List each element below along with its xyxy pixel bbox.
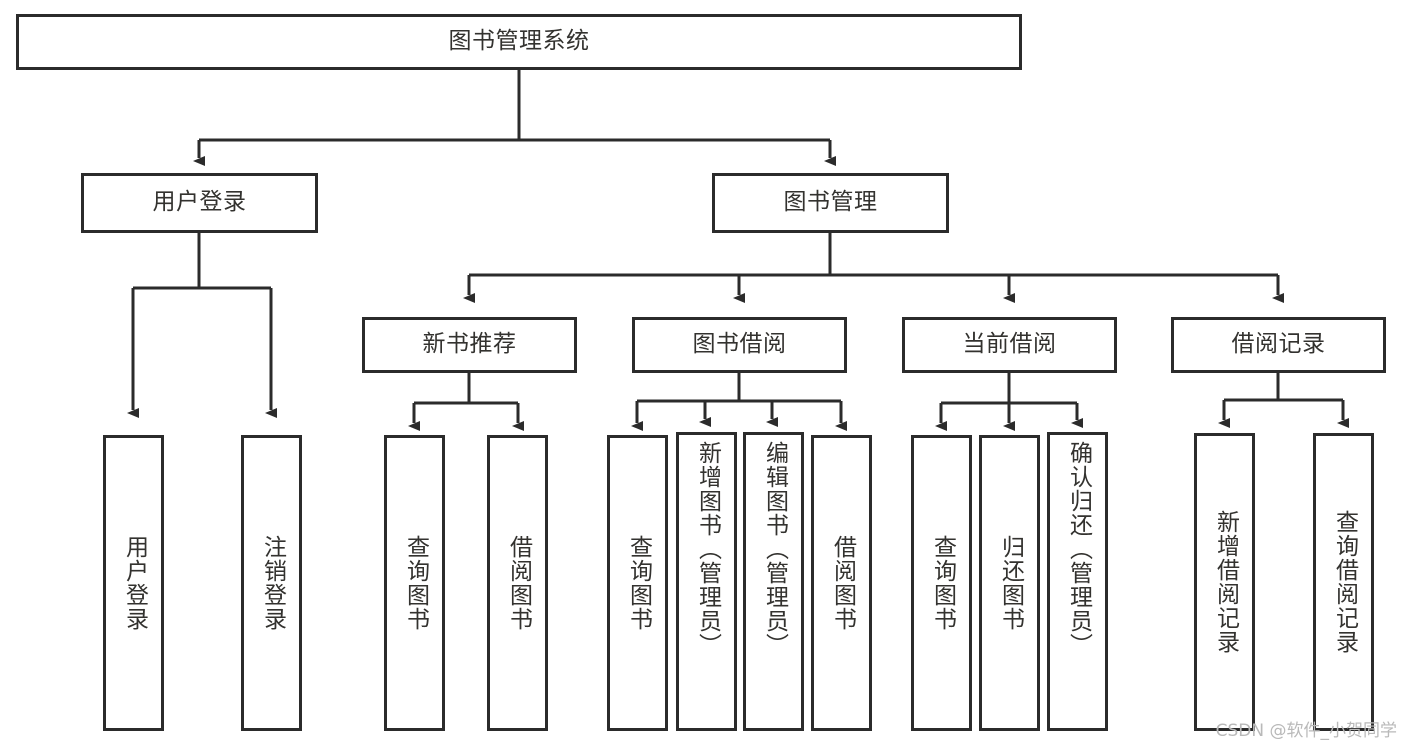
node-leaf-add-record-label: 新增借阅记录 (1212, 510, 1239, 654)
node-leaf-add-book-label: 新增图书（管理员） (694, 441, 721, 657)
node-user-login-label: 用户登录 (152, 189, 247, 216)
node-leaf-user-login[interactable]: 用户登录 (103, 435, 164, 731)
node-book-borrow[interactable]: 图书借阅 (632, 317, 847, 373)
node-leaf-query-record-label: 查询借阅记录 (1331, 510, 1358, 654)
node-leaf-return-book[interactable]: 归还图书 (979, 435, 1040, 731)
node-leaf-query-book-3-label: 查询图书 (929, 535, 956, 631)
node-leaf-query-record[interactable]: 查询借阅记录 (1313, 433, 1374, 731)
node-leaf-return-book-label: 归还图书 (997, 535, 1024, 631)
watermark-text: CSDN @软件_小贺同学 (1215, 721, 1397, 741)
node-leaf-query-book-2[interactable]: 查询图书 (607, 435, 668, 731)
node-leaf-add-book[interactable]: 新增图书（管理员） (676, 432, 737, 731)
node-leaf-query-book-3[interactable]: 查询图书 (911, 435, 972, 731)
node-leaf-user-logout[interactable]: 注销登录 (241, 435, 302, 731)
node-leaf-user-logout-label: 注销登录 (259, 535, 286, 631)
node-leaf-query-book-1[interactable]: 查询图书 (384, 435, 445, 731)
node-leaf-edit-book[interactable]: 编辑图书（管理员） (743, 432, 804, 731)
node-leaf-borrow-book-1-label: 借阅图书 (505, 535, 532, 631)
node-leaf-add-record[interactable]: 新增借阅记录 (1194, 433, 1255, 731)
node-current-borrow[interactable]: 当前借阅 (902, 317, 1117, 373)
node-new-book-recommend[interactable]: 新书推荐 (362, 317, 577, 373)
node-book-manage[interactable]: 图书管理 (712, 173, 949, 233)
node-leaf-user-login-label: 用户登录 (121, 535, 148, 631)
node-leaf-confirm-return[interactable]: 确认归还（管理员） (1047, 432, 1108, 731)
node-current-borrow-label: 当前借阅 (962, 331, 1057, 358)
node-leaf-borrow-book-2[interactable]: 借阅图书 (811, 435, 872, 731)
node-book-borrow-label: 图书借阅 (692, 331, 787, 358)
node-leaf-query-book-2-label: 查询图书 (625, 535, 652, 631)
node-leaf-confirm-return-label: 确认归还（管理员） (1065, 441, 1092, 657)
node-leaf-edit-book-label: 编辑图书（管理员） (761, 441, 788, 657)
node-leaf-query-book-1-label: 查询图书 (402, 535, 429, 631)
node-book-manage-label: 图书管理 (783, 189, 878, 216)
node-root[interactable]: 图书管理系统 (16, 14, 1022, 70)
node-new-book-recommend-label: 新书推荐 (422, 331, 517, 358)
node-root-label: 图书管理系统 (448, 28, 590, 55)
node-leaf-borrow-book-2-label: 借阅图书 (829, 535, 856, 631)
node-leaf-borrow-book-1[interactable]: 借阅图书 (487, 435, 548, 731)
node-borrow-record-label: 借阅记录 (1231, 331, 1326, 358)
node-borrow-record[interactable]: 借阅记录 (1171, 317, 1386, 373)
node-user-login[interactable]: 用户登录 (81, 173, 318, 233)
